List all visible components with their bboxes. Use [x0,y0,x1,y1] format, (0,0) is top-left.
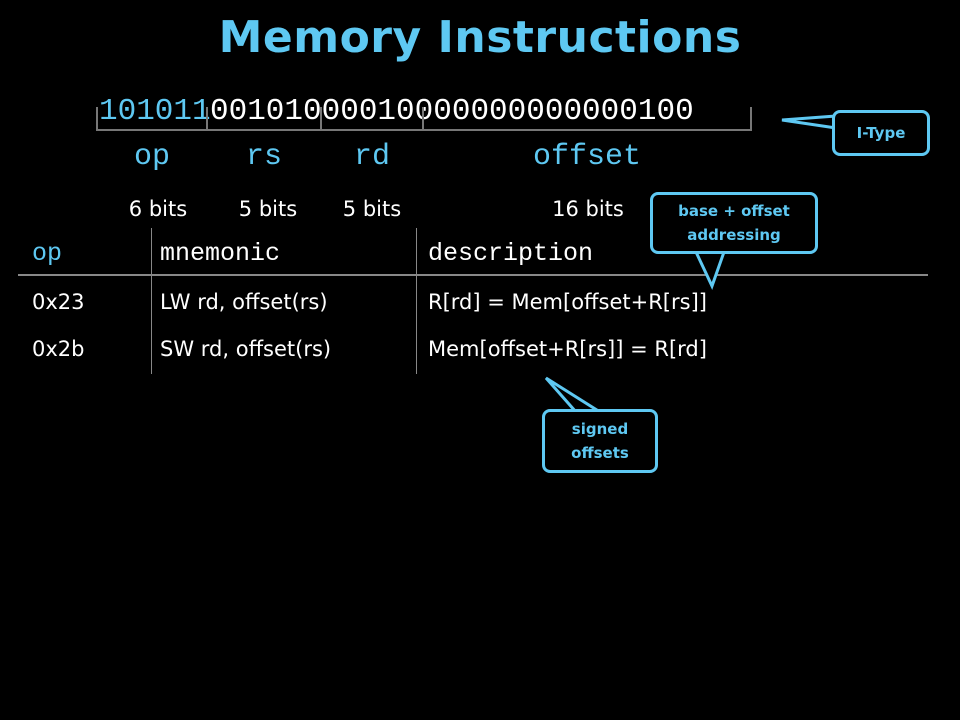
field-label-rd: rd [353,140,390,174]
field-width-rs: 5 bits [238,197,298,221]
table-row-lw-mnemonic: LW rd, offset(rs) [160,290,328,314]
field-label-op: op [133,140,170,174]
field-width-op: 6 bits [128,197,188,221]
field-label-offset: offset [532,140,642,174]
field-width-offset: 16 bits [552,197,624,221]
signed-offsets-callout-line2: offsets [571,444,629,462]
table-row-lw-description: R[rd] = Mem[offset+R[rs]] [428,290,707,314]
base-offset-callout-pointer [693,250,727,290]
table-header-description: description [428,239,594,268]
table-column-divider [416,228,417,374]
table-row-sw-mnemonic: SW rd, offset(rs) [160,337,332,361]
table-header-op: op [32,239,63,268]
table-header-divider [18,274,928,276]
itype-callout: I-Type [832,110,930,156]
signed-offsets-callout: signed offsets [542,409,658,473]
field-width-rd: 5 bits [342,197,402,221]
itype-callout-text: I-Type [856,124,906,142]
table-header-mnemonic: mnemonic [160,239,281,268]
operand-bits: 00101000010000000000000100 [210,94,694,129]
table-row-lw-op: 0x23 [32,290,85,314]
offset-field-bracket [422,107,752,131]
signed-callout-pointer [544,376,606,414]
base-offset-callout-line1: base + offset [678,202,790,220]
op-bits: 101011 [99,94,211,129]
itype-callout-pointer [781,114,838,130]
table-row-sw-description: Mem[offset+R[rs]] = R[rd] [428,337,707,361]
signed-offsets-callout-line1: signed [571,420,629,438]
table-row-sw-op: 0x2b [32,337,85,361]
table-column-divider [151,228,152,374]
field-label-rs: rs [245,140,282,174]
slide-title: Memory Instructions [218,12,742,63]
base-offset-callout: base + offset addressing [650,192,818,254]
base-offset-callout-line2: addressing [687,226,781,244]
